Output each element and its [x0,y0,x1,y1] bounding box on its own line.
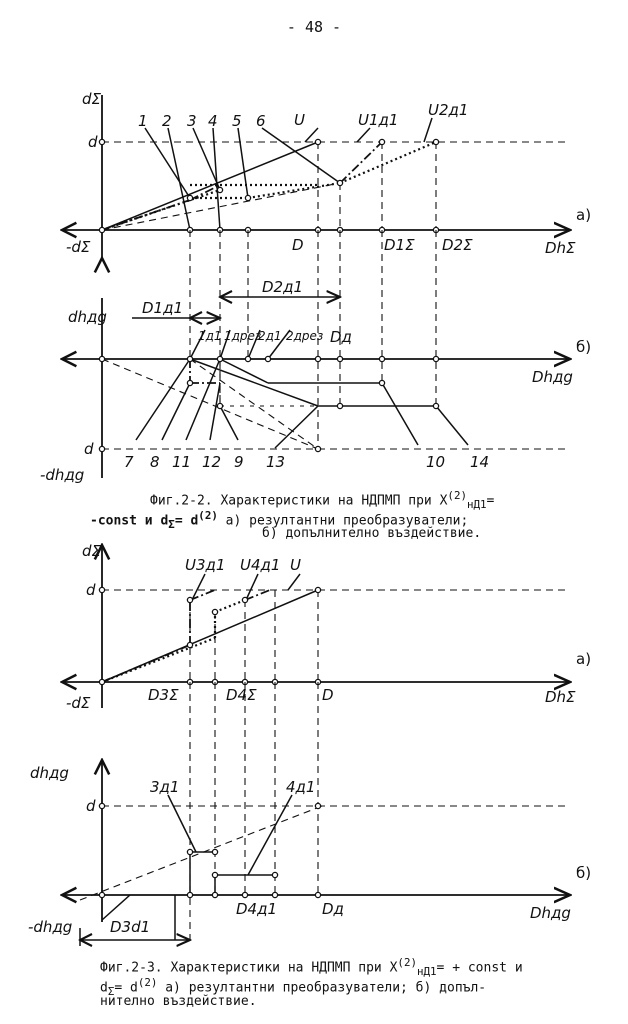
fig2-2-caption-line2c: а) резултантни преобразуватели; [217,513,469,529]
fig2-2a-num-4: 4 [208,112,218,130]
fig2-2b-top-1: 1д1 [198,329,222,343]
fig2-2-caption-sup2: (2) [198,509,218,522]
fig2-2a-tick-D2: D2Σ [442,236,473,254]
fig2-2b-top-4: 2дрез [286,329,323,343]
fig2-3b-neg: -dhдg [28,918,72,936]
fig2-2a-num-2: 2 [162,112,172,130]
fig2-3b-y-axis: dhдg [30,764,69,782]
fig2-2b-num-13: 13 [266,453,285,471]
fig2-3-caption-sup: (2) [397,956,417,969]
fig2-3-caption: Фиг.2-3. Характеристики на НДПМП при X(2… [100,955,523,980]
fig2-2a-num-1: 1 [138,112,148,130]
fig2-2a-y-axis: dΣ [82,90,102,108]
fig2-3b-letter: б) [576,864,591,882]
fig2-2a-letter: а) [576,206,591,224]
fig2-3-caption-end: = + const и [436,960,523,976]
fig2-2a-tick-D: D [292,236,304,254]
fig2-2a-d: d [88,133,98,151]
fig2-2-caption-sigma: Σ [168,517,175,531]
fig2-2b-dim-D1: D1д1 [142,299,183,317]
fig2-2a-curve-U1: U1д1 [358,111,398,129]
fig2-2a-num-6: 6 [256,112,266,130]
fig2-2b-x-axis: Dhдg [532,368,573,386]
page-number: - 48 - [286,18,342,36]
fig2-2b-num-8: 8 [150,453,160,471]
fig2-2b-num-12: 12 [202,453,221,471]
fig2-2-caption-2: -const и dΣ= d(2) а) резултантни преобра… [90,508,468,533]
fig2-2-caption-line2b: = d [174,513,199,529]
fig2-2a-tick-D1: D1Σ [384,236,415,254]
fig2-2b-num-10: 10 [426,453,445,471]
fig2-3-caption-sub: нД1 [416,964,437,978]
fig2-2a-num-5: 5 [232,112,242,130]
fig2-3b-4d1: 4д1 [286,778,315,796]
fig2-3-caption-line1: Фиг.2-3. Характеристики на НДПМП при X [100,960,398,976]
fig2-3a-curve-U3: U3д1 [185,556,225,574]
fig2-3a-curve-U4: U4д1 [240,556,280,574]
fig2-2b-num-9: 9 [234,453,244,471]
fig2-2a-curve-U: U [294,111,305,129]
fig2-3b-d: d [86,797,96,815]
fig2-2a-curve-U2: U2д1 [428,101,468,119]
fig2-2b-top-2: 1дрез [224,329,261,343]
fig2-2b-num-14: 14 [470,453,489,471]
fig2-3-caption-2: dΣ= d(2) а) резултантни преобразуватели;… [100,975,486,1000]
fig2-2-caption-line1: Фиг.2-2. Характеристики на НДПМП при X [150,493,448,509]
fig2-3a-x-axis: DhΣ [545,688,576,706]
fig2-3b-D3: D3d1 [110,918,150,936]
fig2-2b-diagram [62,230,570,478]
fig2-3a-letter: а) [576,650,591,668]
fig2-3a-tick-D3: D3Σ [148,686,179,704]
fig2-2b-y-axis: dhдg [68,308,107,326]
fig2-3-caption-3: нително въздействие. [100,994,257,1009]
fig2-2a-num-3: 3 [187,112,197,130]
fig2-2-caption-line2a: -const и d [90,513,169,529]
fig2-2-caption-eq: = [486,493,495,509]
fig2-2b-top-3: 2д1 [258,329,282,343]
fig2-3a-tick-D: D [322,686,334,704]
fig2-2b-num-7: 7 [124,453,134,471]
fig2-2b-letter: б) [576,338,591,356]
fig2-3-caption-line2b: = d [114,980,138,996]
fig2-2b-neg: -dhдg [40,466,84,484]
fig2-2a-x-axis: DhΣ [545,239,576,257]
fig2-3b-D4: D4д1 [236,900,277,918]
fig2-2b-top-5: Dд [330,328,352,346]
fig2-2-caption-sub: нД1 [466,497,487,511]
fig2-3b-Dd: Dд [322,900,344,918]
fig2-3a-diagram [62,545,570,708]
fig2-3b-x-axis: Dhдg [530,904,571,922]
fig2-2b-d: d [84,440,94,458]
fig2-3a-y-axis: dΣ [82,542,102,560]
fig2-2-caption-3: б) допълнително въздействие. [262,526,482,541]
fig2-2b-num-11: 11 [172,453,191,471]
fig2-3a-tick-D4: D4Σ [226,686,257,704]
fig2-2a-neg: -dΣ [66,238,91,256]
fig2-3-caption-line2c: а) резултантни преобразуватели; б) допъл… [157,980,487,996]
fig2-3-caption-sigma: Σ [107,984,115,998]
fig2-2-caption-sup: (2) [447,489,467,502]
fig2-3a-curve-U: U [290,556,301,574]
fig2-3b-3d1: 3д1 [150,778,179,796]
fig2-3a-d: d [86,581,96,599]
fig2-2b-dim-D2: D2д1 [262,278,303,296]
fig2-2-caption: Фиг.2-2. Характеристики на НДПМП при X(2… [150,488,494,513]
fig2-2a-diagram [62,95,570,258]
fig2-3-caption-line2a: d [100,980,108,996]
fig2-3-caption-sup2: (2) [137,976,158,989]
fig2-3b-diagram [62,682,570,946]
fig2-3a-neg: -dΣ [66,694,91,712]
